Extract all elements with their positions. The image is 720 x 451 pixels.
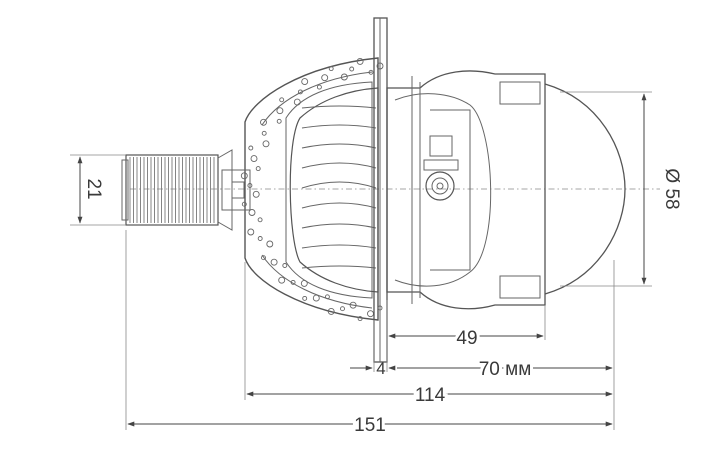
dimension-connector: 21: [70, 154, 126, 226]
shutter-solenoid: [423, 135, 459, 201]
front-lens: [544, 83, 626, 295]
connector-label: 21: [83, 178, 104, 199]
dimension-total-length: 151: [127, 412, 613, 439]
total-length-label: 151: [354, 415, 386, 436]
flange-label: 4: [376, 359, 385, 378]
reflector-body: [289, 87, 379, 293]
dimension-flange: 4: [350, 359, 396, 378]
diameter-label: Ø 58: [661, 168, 682, 209]
body-length-label: 114: [415, 385, 446, 406]
connector-thread: [121, 149, 233, 231]
lens-holder: [386, 70, 546, 310]
lens-depth-label: 49: [456, 328, 477, 349]
dimension-body-length: 114: [246, 382, 613, 409]
mounting-flange: [373, 17, 388, 363]
dimension-front-length: 70 мм: [397, 356, 613, 383]
rear-housing: [221, 57, 384, 322]
front-length-label: 70 мм: [479, 359, 532, 380]
dimension-diameter: Ø 58: [560, 91, 682, 287]
dimension-lens-depth: 49: [388, 325, 544, 352]
